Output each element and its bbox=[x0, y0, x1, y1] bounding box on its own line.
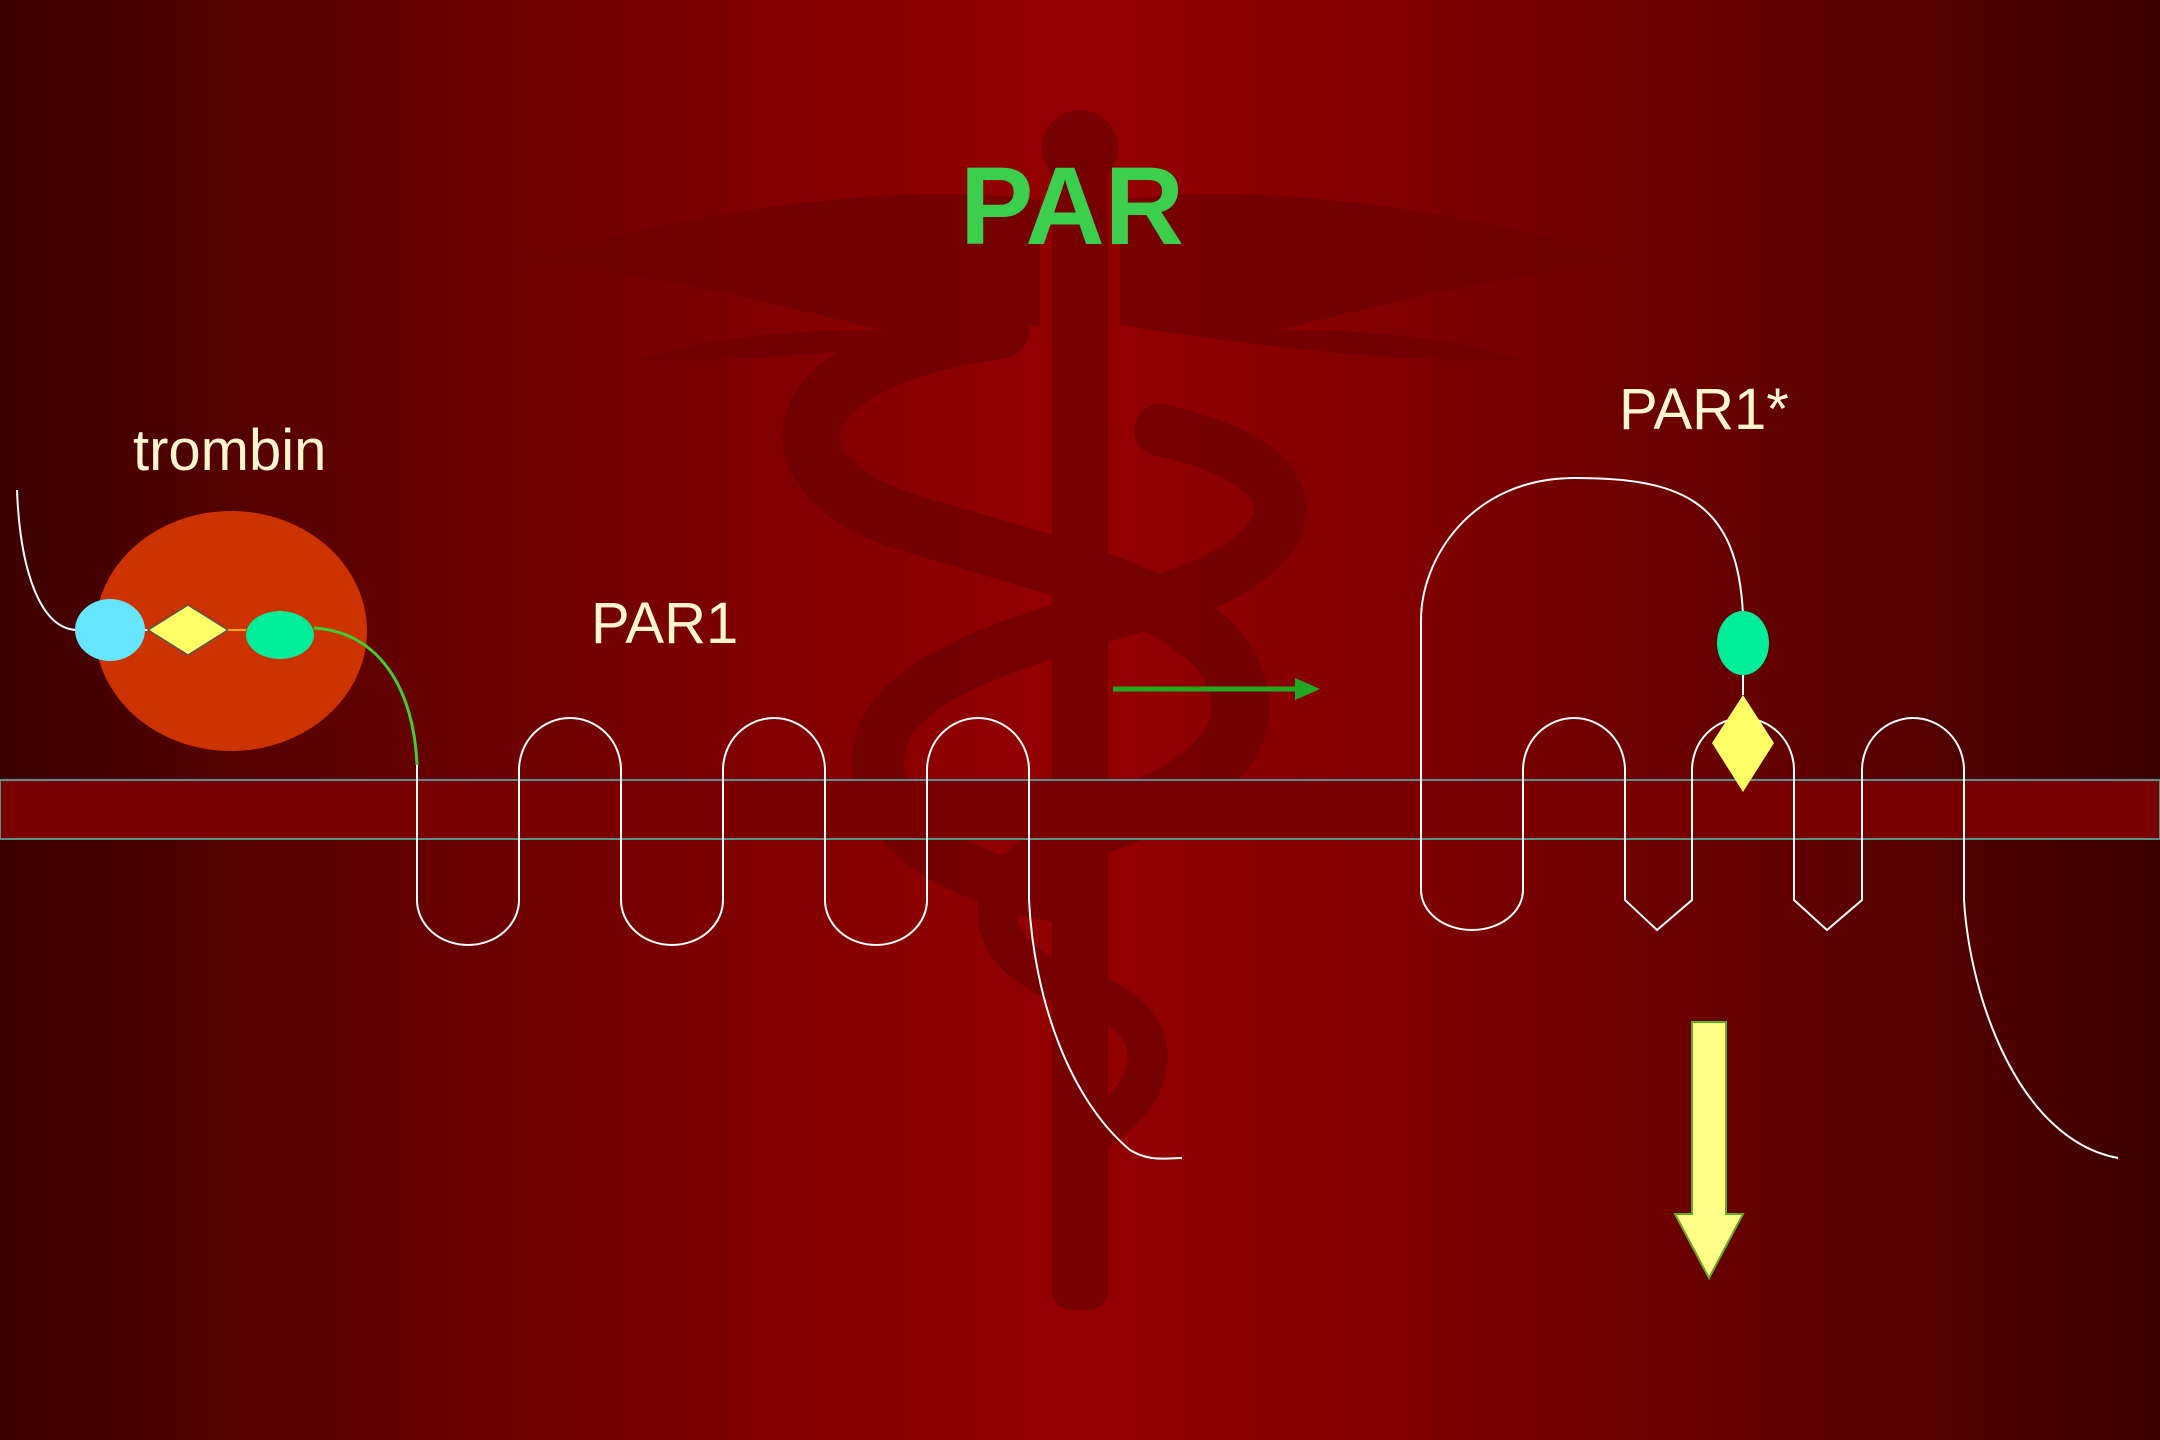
cell-membrane bbox=[0, 779, 2160, 840]
tethered-ligand-domain bbox=[246, 611, 314, 659]
exosite-binding-site bbox=[75, 599, 145, 661]
par1-activated-receptor-chain bbox=[1420, 476, 2119, 1159]
caduceus-watermark-icon bbox=[510, 110, 1650, 1310]
trombin-label: trombin bbox=[133, 418, 327, 483]
cleaved-n-terminus bbox=[313, 626, 419, 766]
par1-activated-label: PAR1* bbox=[1619, 377, 1789, 442]
right-arrow-icon bbox=[1113, 678, 1320, 700]
thrombin-exosite-tail bbox=[16, 489, 77, 631]
down-arrow-icon bbox=[1673, 1021, 1745, 1281]
thrombin-molecule bbox=[16, 489, 419, 766]
bound-active-site-diamond bbox=[1712, 695, 1774, 792]
slide-title: PAR bbox=[960, 145, 1185, 268]
activated-tethered-ligand bbox=[1717, 611, 1769, 675]
par1-receptor-chain bbox=[416, 717, 1183, 1160]
par1-label: PAR1 bbox=[591, 591, 739, 656]
